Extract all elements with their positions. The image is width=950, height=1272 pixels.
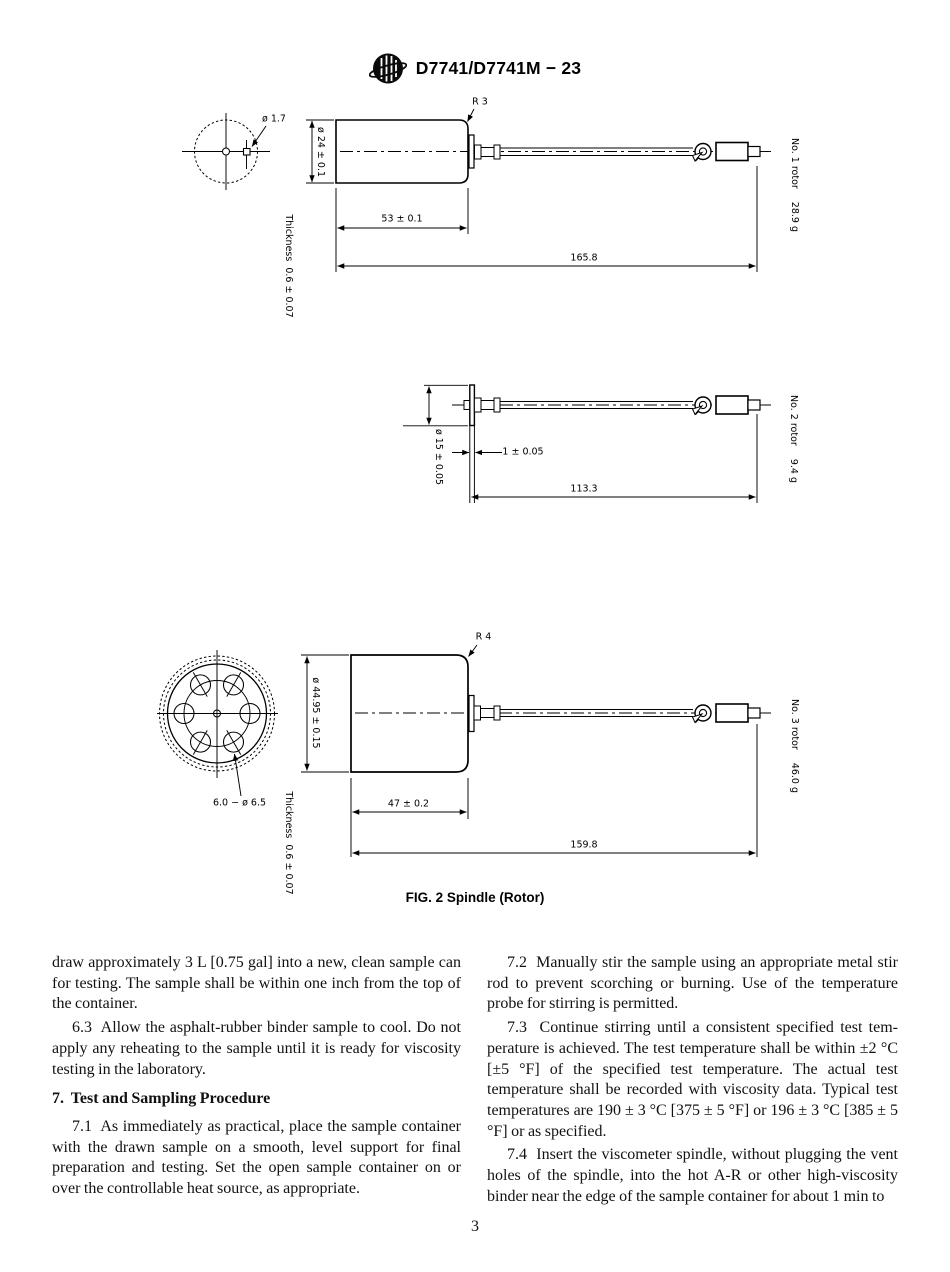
right-column: 7.2 Manually stir the sample using an ap… (487, 953, 898, 1207)
rotor3-length-label: 47 ± 0.2 (387, 797, 430, 809)
astm-logo-icon (368, 50, 408, 93)
paragraph-7-2: 7.2 Manually stir the sample using an ap… (487, 954, 902, 1013)
rotor1-dia-label: ø 24 ± 0.1 (314, 126, 326, 177)
rotor2-name-label: No. 2 rotor9.4 g (787, 395, 799, 483)
paragraph: draw approximately 3 L [0.75 gal] into a… (52, 954, 465, 1013)
rotor2-side-view (452, 384, 771, 427)
rotor3-side-view (350, 654, 771, 773)
rotor1-side-view (335, 119, 771, 184)
paragraph-6-3: 6.3 Allow the asphalt-rubber binder samp… (52, 1019, 465, 1078)
rotor3-dimensions (301, 644, 758, 857)
rotor3-name-label: No. 3 rotor46.0 g (788, 698, 800, 794)
rotor3-dia-label: ø 44.95 ± 0.15 (309, 677, 321, 749)
paragraph-7-4: 7.4 Insert the viscometer spindle, witho… (487, 1146, 902, 1205)
rotor1-overall-label: 165.8 (570, 251, 598, 263)
rotor2-thickness-label: 1 ± 0.05 (502, 446, 544, 458)
rotor1-name-label: No. 1 rotor28.9 g (788, 137, 800, 233)
rotor1-length-label: 53 ± 0.1 (381, 213, 423, 225)
rotor1-hole-dia-label: ø 1.7 (262, 112, 286, 124)
rotor2-overall-label: 113.3 (570, 482, 598, 494)
paragraph-7-3: 7.3 Continue stirring until a consistent… (487, 1019, 902, 1140)
rotor1-dimensions (306, 108, 758, 272)
rotor2-dimensions (403, 384, 758, 503)
standard-designation: D7741/D7741M − 23 (415, 57, 582, 78)
figure-2-drawing (157, 108, 771, 857)
section-7-heading: 7. Test and Sampling Procedure (52, 1090, 271, 1108)
rotor3-radius-label: R 4 (475, 631, 492, 643)
page-number: 3 (471, 1218, 479, 1235)
rotor1-end-view (182, 113, 270, 190)
rotor2-dia-label: ø 15 ± 0.05 (432, 428, 444, 486)
rotor3-end-view (157, 650, 278, 797)
rotor3-thickness-label: Thickness 0.6 ± 0.07 (282, 790, 294, 895)
paragraph-7-1: 7.1 As immediately as practical, place t… (52, 1117, 465, 1198)
page-header: D7741/D7741M − 23 (0, 50, 950, 93)
figure-caption: FIG. 2 Spindle (Rotor) (405, 890, 545, 905)
rotor3-overall-label: 159.8 (570, 838, 598, 850)
left-column: draw approximately 3 L [0.75 gal] into a… (52, 953, 461, 1200)
rotor1-radius-label: R 3 (472, 96, 488, 108)
rotor3-holes-label: 6.0 − ø 6.5 (212, 797, 267, 809)
rotor1-thickness-label: Thickness 0.6 ± 0.07 (282, 214, 294, 318)
